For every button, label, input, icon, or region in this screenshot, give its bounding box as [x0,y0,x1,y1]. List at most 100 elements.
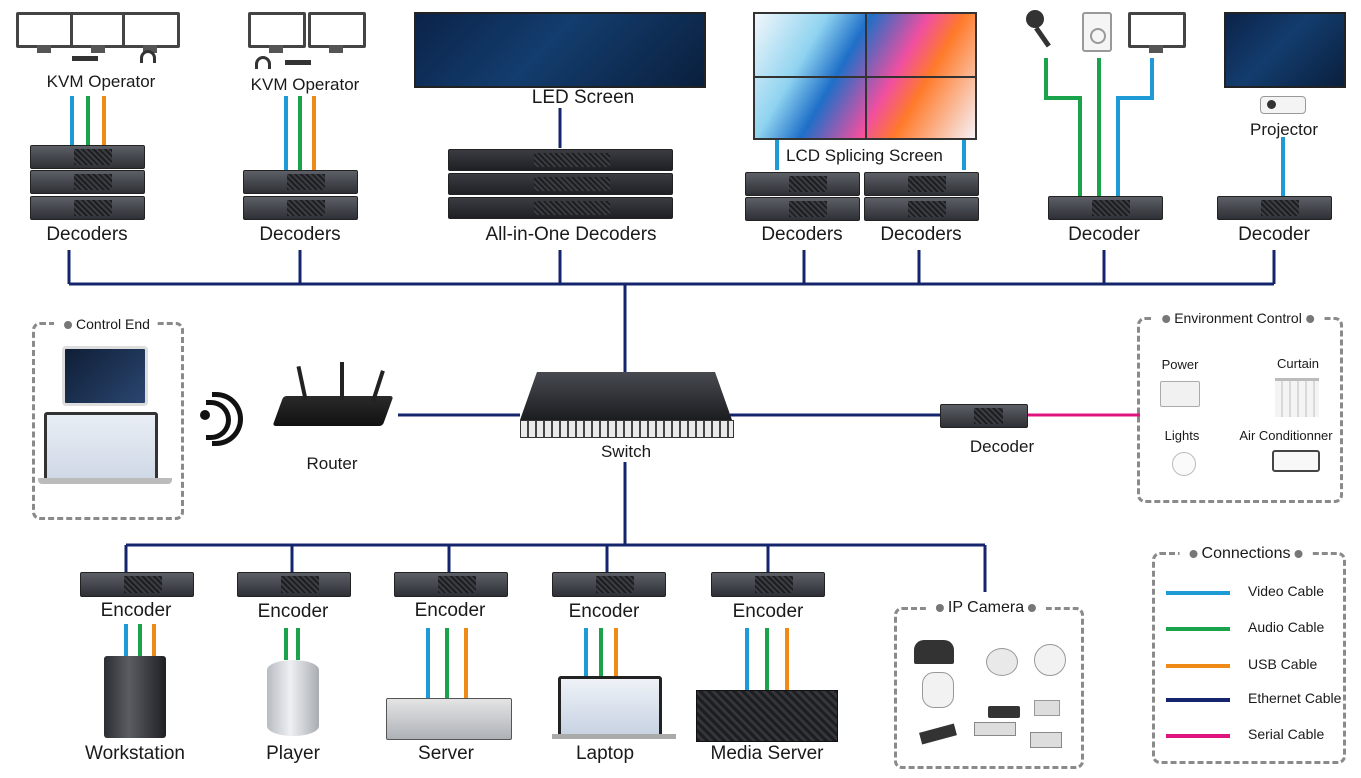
headphones-icon [255,56,271,69]
workstation-icon [104,656,166,738]
encoder-label: Encoder [568,601,640,622]
lcd-splicing-screen-label: LCD Splicing Screen [784,146,945,166]
laptop-label: Laptop [575,743,635,764]
legend-item-ethernet: Ethernet Cable [1166,689,1341,709]
projector-icon [1260,96,1306,114]
encoder-label: Encoder [414,600,486,621]
player-icon [267,660,319,736]
encoder-label: Encoder [732,601,804,622]
kvm-operator-label: KVM Operator [46,72,156,91]
legend-item-audio: Audio Cable [1166,618,1336,638]
server-icon [386,698,512,740]
monitor-icon [1128,12,1186,53]
decoder-device [243,196,358,220]
power-icon[interactable] [1160,381,1200,407]
server-label: Server [418,743,474,764]
monitor-icon [16,12,74,53]
decoder-device [1217,196,1332,220]
decoders-label: Decoders [259,224,341,245]
laptop-base [38,478,172,484]
headphones-icon [140,50,156,63]
monitor-icon [248,12,306,53]
decoder-device [745,197,860,221]
encoder-label: Encoder [100,600,172,621]
projection-screen-display [1224,12,1346,88]
lcd-splicing-screen-display [753,12,977,140]
decoder-label: Decoder [1068,224,1140,245]
monitor-icon [70,12,128,53]
speaker-icon [1082,12,1112,52]
decoder-label: Decoder [1238,224,1310,245]
decoders-label: Decoders [46,224,128,245]
laptop-icon [558,676,662,738]
encoder-device [552,572,666,597]
monitor-icon [308,12,366,53]
all-in-one-decoder-device [448,197,673,219]
monitor-icon [122,12,180,53]
control-end-title: Control End [54,316,156,332]
camera-icon [1034,700,1060,716]
camera-icon [1034,644,1066,676]
kvm-operator-label: KVM Operator [250,75,360,94]
decoder-device [1048,196,1163,220]
air-conditioner-label: Air Conditionner [1239,428,1333,443]
ip-camera-title: IP Camera [925,599,1047,617]
all-in-one-decoders-label: All-in-One Decoders [485,224,657,245]
encoder-device [237,572,351,597]
legend-title: Connections [1179,545,1313,563]
all-in-one-decoder-device [448,173,673,195]
decoder-device [864,197,979,221]
encoder-device [711,572,825,597]
decoders-label: Decoders [761,224,843,245]
encoder-label: Encoder [257,601,329,622]
decoders-label: Decoders [880,224,962,245]
led-screen-label: LED Screen [531,87,635,108]
decoder-device [745,172,860,196]
decoder-device [30,145,145,169]
media-server-label: Media Server [710,743,824,764]
projector-label: Projector [1249,120,1319,139]
microphone-icon [1026,10,1044,28]
camera-icon [1030,732,1062,748]
air-conditioner-icon[interactable] [1272,450,1320,472]
workstation-label: Workstation [85,743,185,764]
environment-control-title: Environment Control [1152,310,1324,326]
wifi-icon [200,392,246,446]
encoder-device [394,572,508,597]
player-label: Player [266,743,320,764]
decoder-device [864,172,979,196]
decoder-device [30,170,145,194]
curtain-label: Curtain [1277,356,1319,371]
all-in-one-decoder-device [448,149,673,171]
camera-icon [986,648,1018,676]
curtain-icon[interactable] [1275,378,1319,417]
legend-list: Video Cable Audio Cable USB Cable Ethern… [1152,552,1341,758]
router-label: Router [306,454,358,473]
ethernet-cables [67,108,1276,592]
encoder-device [80,572,194,597]
media-server-icon [696,690,838,742]
decoder-device [940,404,1028,428]
camera-icon [922,672,954,708]
switch-label: Switch [600,442,652,461]
switch-icon[interactable] [520,372,732,420]
legend-item-serial: Serial Cable [1166,725,1336,745]
keyboard-icon [285,60,311,65]
legend-item-video: Video Cable [1166,582,1336,602]
light-icon[interactable] [1172,452,1196,476]
switch-ports [520,420,734,438]
tablet-icon[interactable] [62,346,148,406]
laptop-base [552,734,676,739]
lights-label: Lights [1164,428,1200,443]
power-label: Power [1161,357,1199,372]
decoder-device [30,196,145,220]
laptop-icon[interactable] [44,412,158,482]
camera-icon [914,640,954,664]
keyboard-icon [72,56,98,61]
legend-item-usb: USB Cable [1166,655,1336,675]
decoder-label: Decoder [969,437,1035,456]
camera-icon [988,706,1020,718]
camera-icon [974,722,1016,736]
decoder-device [243,170,358,194]
